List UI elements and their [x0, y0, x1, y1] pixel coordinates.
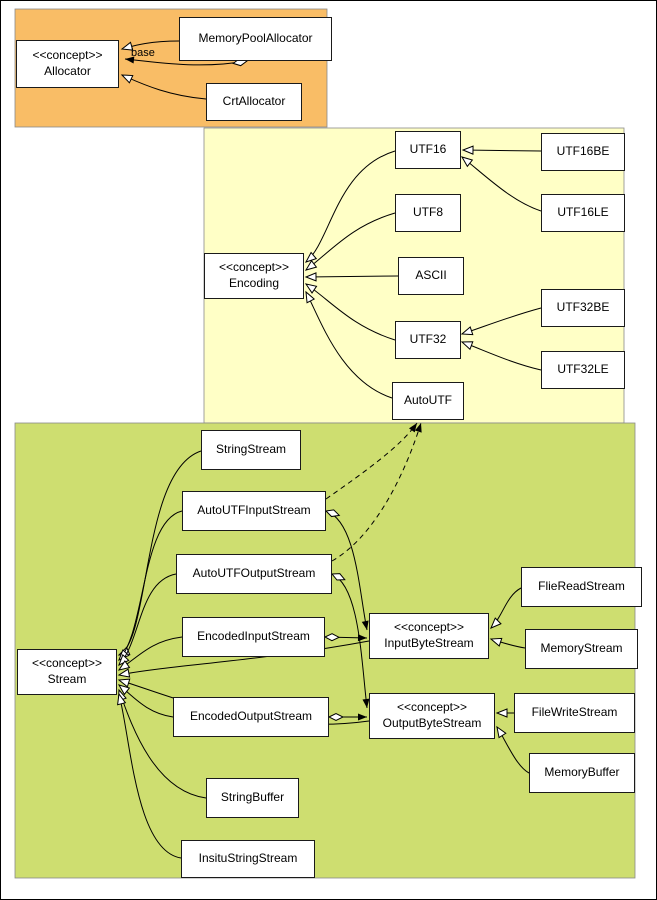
node-utf8: UTF8 [395, 194, 461, 232]
node-label: UTF16LE [557, 205, 609, 220]
node-memory-buffer: MemoryBuffer [529, 753, 635, 793]
stereotype-label: <<concept>> [393, 620, 465, 635]
node-crt-allocator: CrtAllocator [206, 83, 302, 121]
node-utf32be: UTF32BE [541, 289, 625, 327]
node-label: MemoryStream [540, 641, 623, 656]
node-insitu-string-stream: InsituStringStream [181, 840, 315, 878]
edge-utf8-encoding [304, 212, 396, 271]
node-label: InputByteStream [384, 636, 474, 650]
edge-utf32-encoding [304, 283, 396, 341]
node-label: EncodedInputStream [197, 629, 310, 644]
edge-autoutfinputstream-stream [118, 510, 183, 661]
node-label: MemoryBuffer [544, 765, 620, 780]
edge-label-base: base [131, 47, 155, 59]
node-label: AutoUTFOutputStream [192, 566, 316, 581]
node-label: InsituStringStream [198, 851, 298, 866]
node-utf16: UTF16 [395, 131, 461, 169]
edge-autoutfoutputstream-outputbytestream [332, 574, 367, 709]
stereotype-label: <<concept>> [32, 48, 103, 63]
node-label: EncodedOutputStream [189, 709, 313, 724]
node-encoded-output-stream: EncodedOutputStream [173, 697, 329, 737]
node-input-byte-stream: <<concept>> InputByteStream [369, 613, 489, 659]
edge-crtallocator-allocator [120, 74, 207, 100]
node-label: UTF16 [409, 142, 447, 157]
edge-utf32le-utf32 [460, 341, 542, 371]
node-memory-pool-allocator: MemoryPoolAllocator [179, 17, 332, 61]
edge-insitustringstream-stream [117, 692, 182, 859]
node-stream: <<concept>> Stream [17, 649, 117, 695]
edge-memorypoolallocator-allocator [120, 40, 180, 51]
node-utf16be: UTF16BE [541, 133, 625, 171]
edge-inputbytestream-stream [117, 640, 370, 678]
node-autoutf-input-stream: AutoUTFInputStream [182, 491, 326, 531]
node-label: ASCII [415, 268, 447, 283]
node-label: AutoUTFInputStream [197, 503, 311, 518]
node-label: CrtAllocator [222, 94, 286, 109]
node-autoutf: AutoUTF [392, 382, 464, 420]
edge-memorystream-inputbytestream [489, 637, 526, 649]
edge-encodedoutputstream-stream [117, 684, 174, 718]
edge-encodedinputstream-stream [117, 636, 183, 671]
stereotype-label: <<concept>> [396, 700, 468, 715]
edge-memorybuffer-outputbytestream [496, 725, 530, 774]
edge-memorypoolallocator-allocator-base [124, 59, 247, 65]
node-utf32: UTF32 [395, 321, 461, 359]
edge-utf32be-utf32 [460, 307, 542, 336]
node-label: UTF32LE [557, 362, 609, 377]
node-label: OutputByteStream [382, 716, 482, 730]
node-flie-read-stream: FlieReadStream [521, 567, 642, 607]
node-label: MemoryPoolAllocator [198, 31, 313, 46]
node-ascii: ASCII [398, 257, 464, 295]
node-label: Allocator [44, 64, 91, 78]
node-label: StringStream [215, 442, 287, 457]
node-utf32le: UTF32LE [541, 351, 625, 389]
edge-fliereadstream-inputbytestream [490, 587, 522, 629]
edge-utf16le-utf16 [460, 156, 542, 212]
node-label: Encoding [228, 276, 280, 290]
node-label: FlieReadStream [538, 579, 625, 594]
node-utf16le: UTF16LE [541, 194, 625, 232]
edge-autoutfoutputstream-stream [118, 573, 177, 666]
node-encoded-input-stream: EncodedInputStream [182, 617, 325, 657]
node-label: UTF32 [409, 332, 447, 347]
node-autoutf-output-stream: AutoUTFOutputStream [176, 554, 332, 594]
node-label: FileWriteStream [531, 705, 618, 720]
node-label: Stream [47, 672, 87, 686]
edge-autoutfinputstream-autoutf-dependency [325, 422, 418, 500]
node-label: AutoUTF [403, 393, 452, 408]
edge-autoutfoutputstream-autoutf-dependency [331, 422, 422, 562]
edge-ascii-encoding [304, 272, 399, 282]
node-label: StringBuffer [220, 790, 285, 805]
stereotype-label: <<concept>> [31, 656, 103, 671]
node-label: UTF32BE [556, 300, 610, 315]
node-output-byte-stream: <<concept>> OutputByteStream [369, 693, 495, 739]
node-string-buffer: StringBuffer [206, 778, 299, 818]
node-encoding: <<concept>> Encoding [204, 253, 304, 299]
node-allocator: <<concept>> Allocator [16, 40, 119, 88]
edge-utf16be-utf16 [461, 145, 542, 155]
node-label: UTF8 [413, 205, 443, 220]
node-string-stream: StringStream [201, 430, 301, 470]
stereotype-label: <<concept>> [218, 260, 290, 275]
edge-utf16-encoding [304, 150, 396, 263]
node-file-write-stream: FileWriteStream [514, 693, 635, 733]
node-label: UTF16BE [556, 144, 610, 159]
node-memory-stream: MemoryStream [525, 629, 638, 669]
edge-autoutf-encoding [305, 290, 393, 399]
